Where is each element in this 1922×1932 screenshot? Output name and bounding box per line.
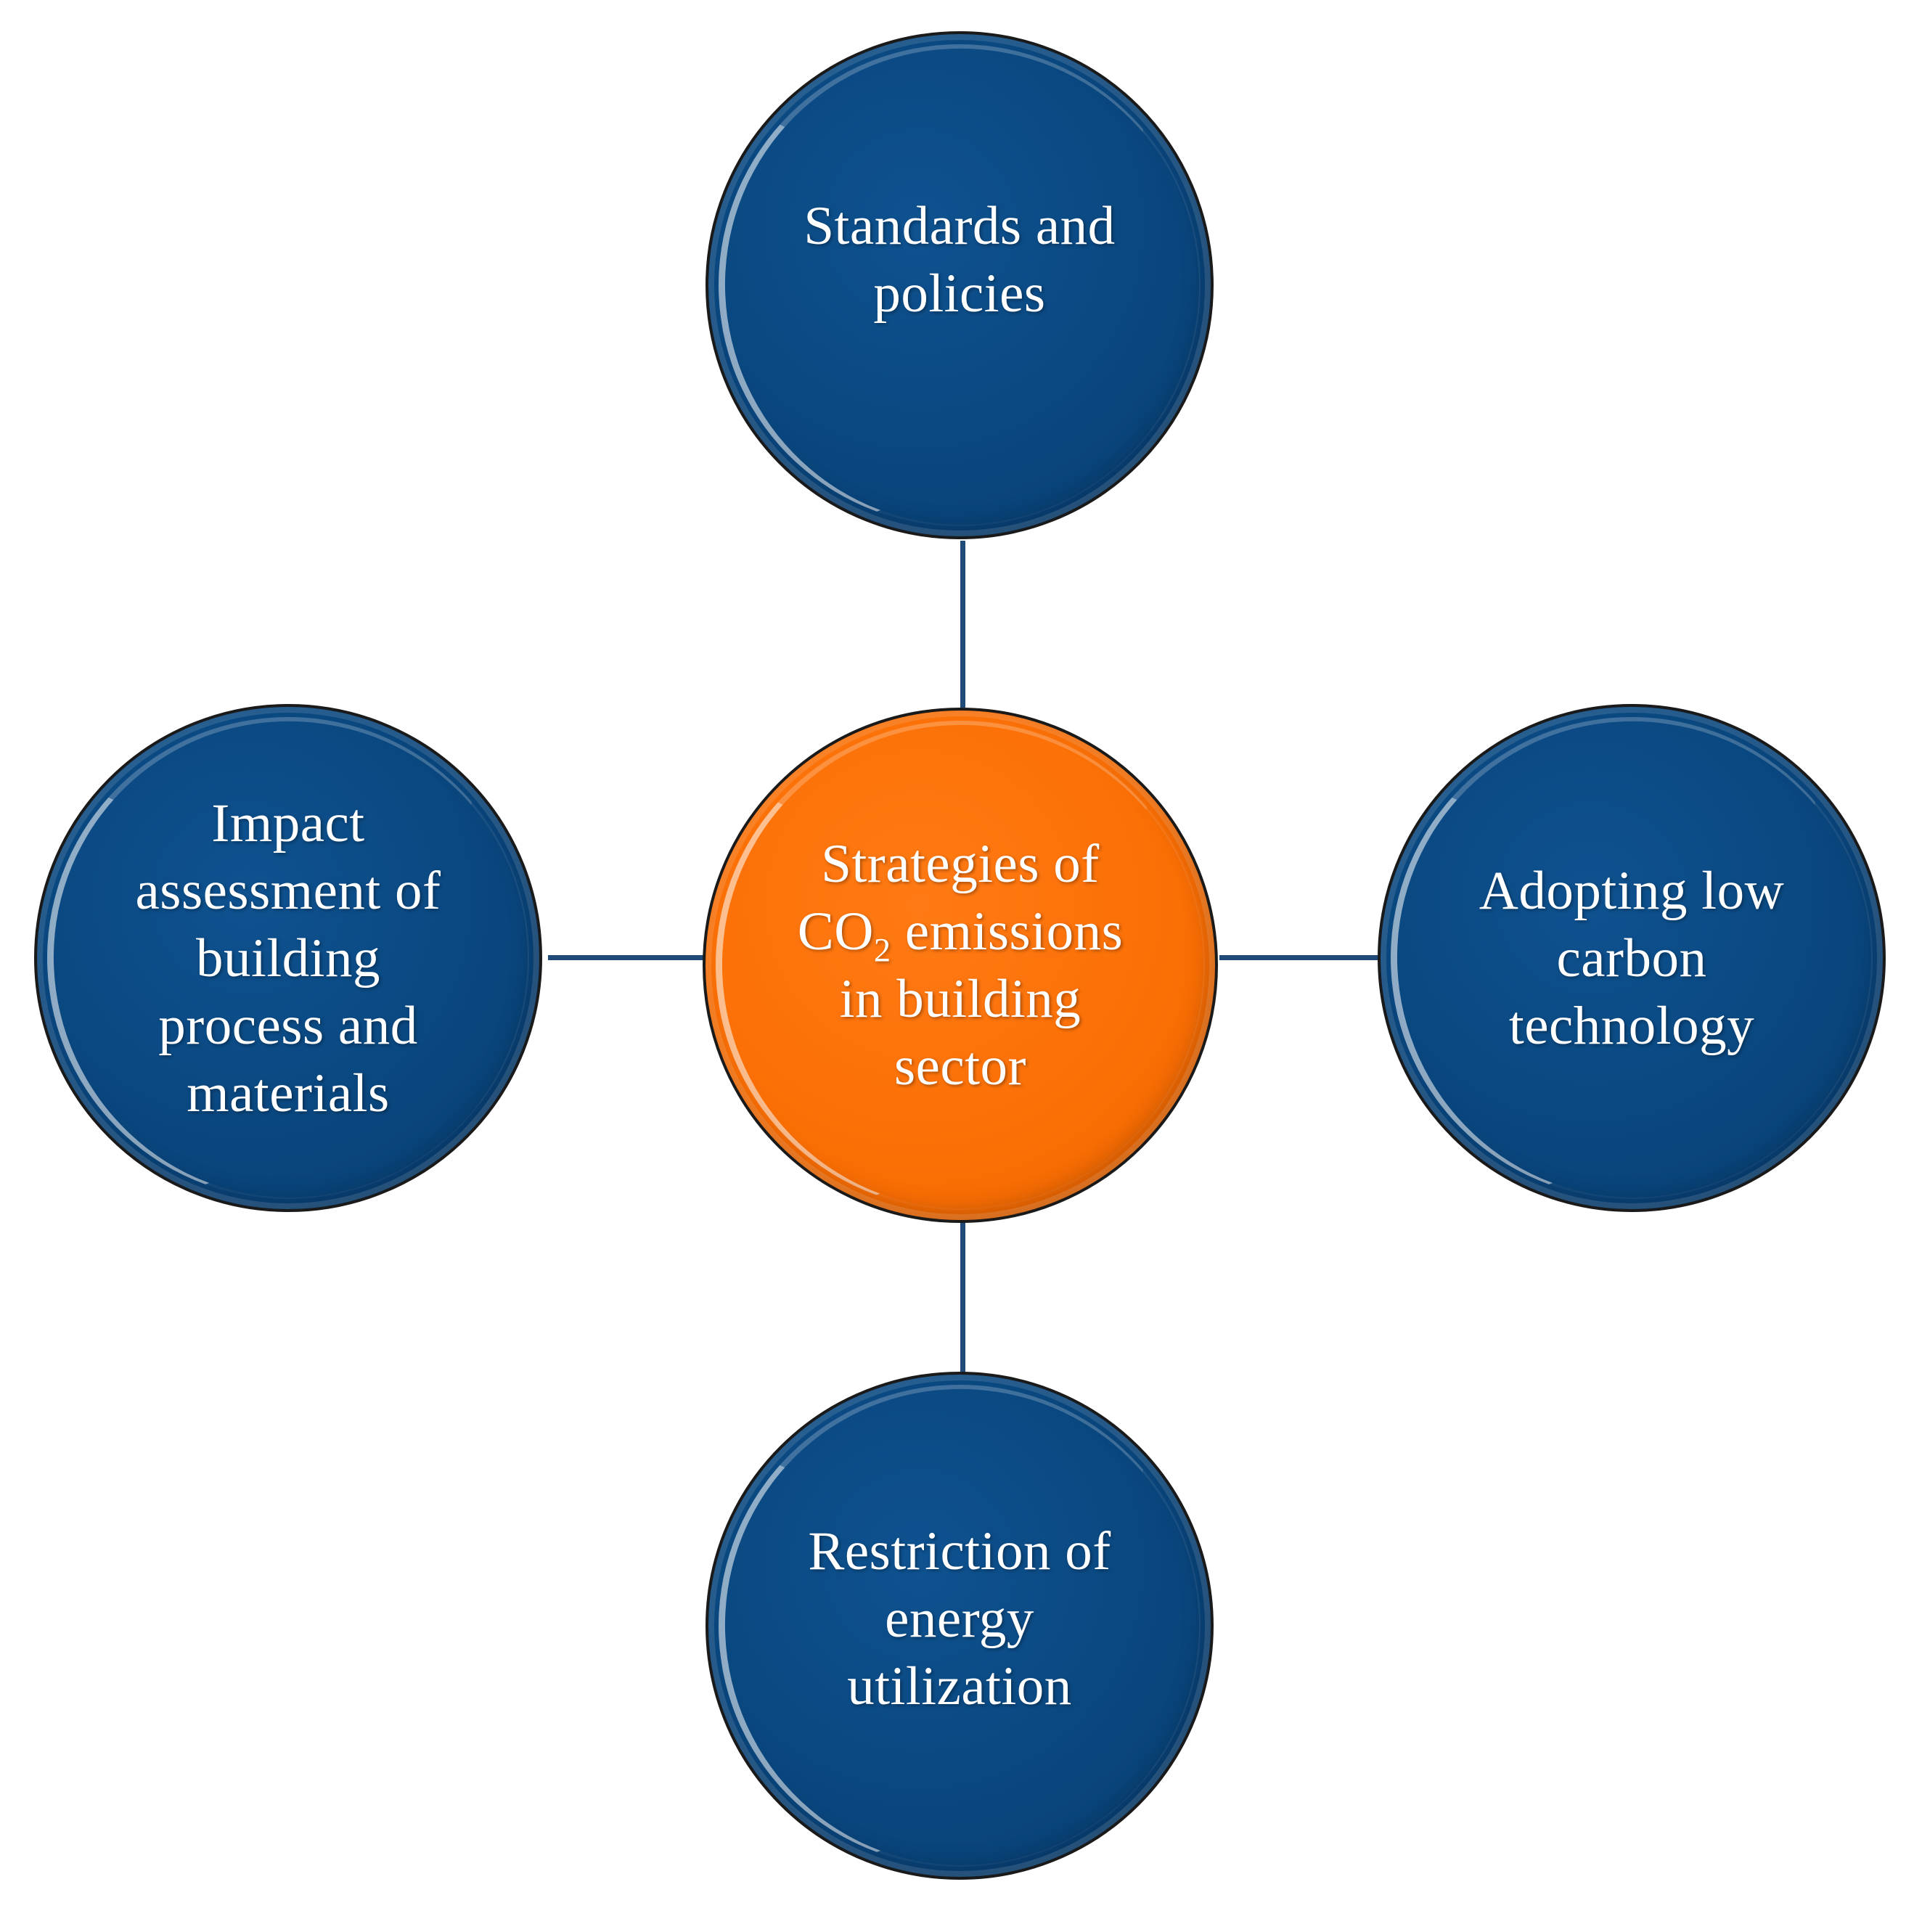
label-line: assessment of xyxy=(135,860,441,921)
label-line: utilization xyxy=(847,1655,1072,1716)
node-restriction-energy: Restriction of energy utilization xyxy=(706,1372,1214,1880)
label-line: building xyxy=(195,928,380,988)
label-line-co2: CO2 emissions xyxy=(797,898,1124,967)
label-line: Strategies of xyxy=(821,834,1100,894)
label-line: sector xyxy=(893,1036,1027,1097)
label-line: technology xyxy=(1508,995,1755,1056)
node-label: Strategies of CO2 emissions in building … xyxy=(769,830,1153,1100)
node-center-strategies: Strategies of CO2 emissions in building … xyxy=(703,708,1218,1223)
node-low-carbon-technology: Adopting low carbon technology xyxy=(1378,704,1886,1212)
label-line: Standards and xyxy=(803,196,1116,256)
label-line: in building xyxy=(839,969,1081,1029)
co2-prefix: CO xyxy=(797,901,874,962)
label-line: Restriction of xyxy=(808,1520,1111,1581)
label-line: energy xyxy=(885,1588,1034,1649)
label-line: Impact xyxy=(211,793,365,854)
connector-top xyxy=(960,541,965,708)
co2-suffix: emissions xyxy=(891,901,1124,962)
connector-bottom xyxy=(960,1219,965,1375)
node-label: Standards and policies xyxy=(774,192,1144,327)
connector-right xyxy=(1219,955,1379,960)
label-line: carbon xyxy=(1556,928,1707,988)
node-impact-assessment: Impact assessment of building process an… xyxy=(34,704,542,1212)
label-line: Adopting low xyxy=(1479,860,1785,921)
node-label: Restriction of energy utilization xyxy=(779,1518,1140,1720)
node-standards-and-policies: Standards and policies xyxy=(706,31,1214,539)
connector-left xyxy=(548,955,708,960)
node-label: Adopting low carbon technology xyxy=(1450,857,1814,1060)
label-line: materials xyxy=(187,1063,390,1123)
co2-subscript: 2 xyxy=(873,932,891,970)
label-line: policies xyxy=(873,263,1046,324)
node-label: Impact assessment of building process an… xyxy=(106,790,470,1127)
label-line: process and xyxy=(158,995,418,1056)
